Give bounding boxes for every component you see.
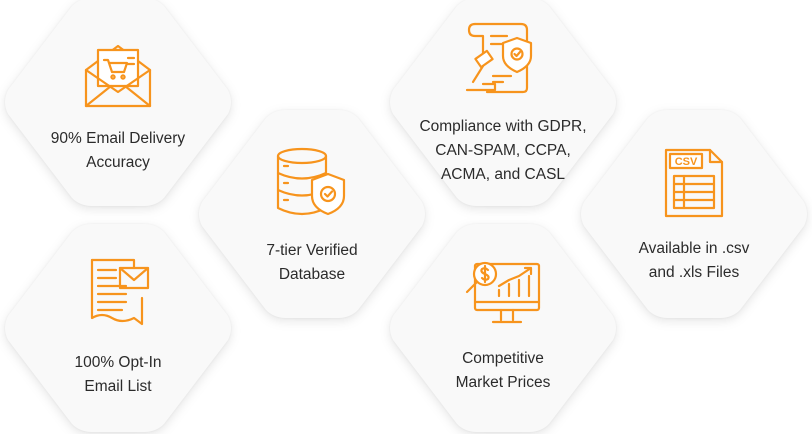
feature-card-email-delivery: 90% Email Delivery Accuracy bbox=[0, 0, 236, 208]
feature-label-line: Accuracy bbox=[86, 154, 150, 171]
feature-label-line: Compliance with GDPR, bbox=[419, 118, 587, 135]
feature-card-compliance: Compliance with GDPR, CAN-SPAM, CCPA, AC… bbox=[385, 0, 621, 208]
feature-label-line: Email List bbox=[84, 378, 152, 395]
feature-card-verified-database: 7-tier Verified Database bbox=[194, 108, 430, 320]
compliance-gavel-shield-icon bbox=[465, 22, 533, 94]
feature-label: 7-tier Verified Database bbox=[212, 239, 412, 287]
feature-label: 100% Opt-In Email List bbox=[18, 351, 218, 399]
feature-label-line: and .xls Files bbox=[648, 264, 740, 281]
feature-label-line: ACMA, and CASL bbox=[440, 166, 566, 183]
feature-label-line: 7-tier Verified bbox=[266, 242, 358, 259]
feature-label: Available in .csv and .xls Files bbox=[594, 237, 794, 285]
optin-email-list-icon bbox=[90, 258, 150, 326]
feature-card-market-prices: Competitive Market Prices bbox=[385, 222, 621, 434]
feature-label: 90% Email Delivery Accuracy bbox=[18, 127, 218, 175]
verified-database-icon bbox=[276, 147, 346, 216]
market-prices-monitor-icon bbox=[465, 261, 541, 324]
feature-label-line: Competitive bbox=[462, 350, 544, 367]
feature-label-line: Database bbox=[278, 266, 346, 283]
feature-card-optin-list: 100% Opt-In Email List bbox=[0, 222, 236, 434]
csv-tag-text: CSV bbox=[675, 156, 698, 168]
feature-label-line: Available in .csv bbox=[638, 240, 750, 257]
csv-file-icon: CSV bbox=[664, 148, 724, 218]
feature-label: Competitive Market Prices bbox=[403, 347, 603, 395]
email-envelope-icon bbox=[84, 44, 152, 108]
feature-label-line: CAN-SPAM, CCPA, bbox=[435, 142, 571, 159]
feature-label-line: Market Prices bbox=[455, 374, 551, 391]
feature-label-line: 100% Opt-In bbox=[74, 354, 162, 371]
feature-card-file-formats: CSV Available in .csv and .xls Files bbox=[576, 108, 812, 320]
feature-label-line: 90% Email Delivery bbox=[50, 130, 186, 147]
feature-label: Compliance with GDPR, CAN-SPAM, CCPA, AC… bbox=[403, 115, 603, 187]
